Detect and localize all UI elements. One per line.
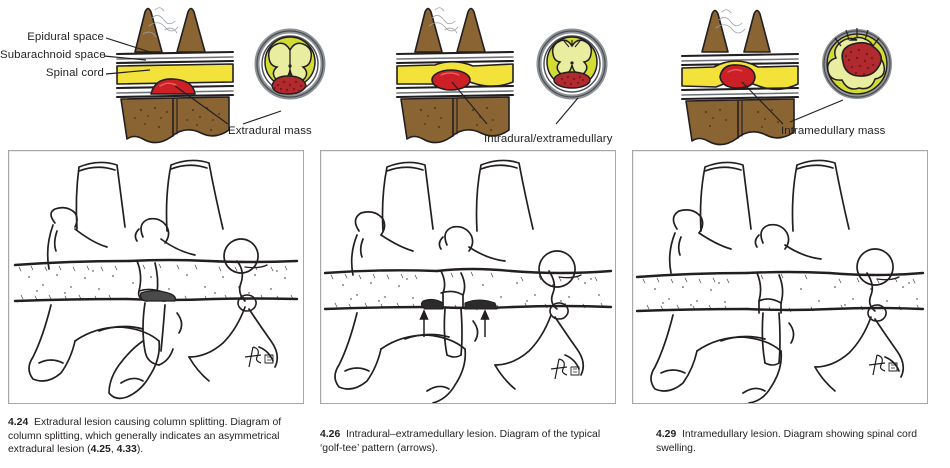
caption-tail-4-24: ).: [136, 444, 144, 456]
golf-tee-arrows: [419, 309, 490, 337]
axial-cross-section-intradural-extramedullary: [520, 0, 620, 148]
caption-4-24: 4.24 Extradural lesion causing column sp…: [8, 416, 304, 457]
caption-number-4-29: 4.29: [656, 429, 677, 440]
callout-epidural-space: Epidural space: [27, 31, 104, 43]
callout-spinal-cord: Spinal cord: [45, 67, 104, 79]
caption-4-26: 4.26 Intradural–extramedullary lesion. D…: [320, 428, 616, 455]
callout-extradural-mass: Extradural mass: [228, 125, 312, 137]
callout-intradural-extramedullary: Intradural/extramedullary: [484, 133, 613, 145]
myelogram-drawing-cord-swelling: [635, 159, 925, 403]
caption-text-4-29: Intramedullary lesion. Diagram showing s…: [656, 429, 918, 454]
axial-cross-section-intramedullary: [805, 0, 905, 148]
callout-subarachnoid-space: Subarachnoid space: [0, 49, 106, 61]
myelogram-drawing-column-splitting: [13, 159, 299, 400]
sagittal-diagram-extradural: [115, 0, 235, 148]
caption-text-4-26: Intradural–extramedullary lesion. Diagra…: [320, 429, 601, 454]
radiograph-panel-4-29: [632, 150, 928, 404]
artist-signature: [244, 346, 274, 368]
caption-number-4-26: 4.26: [320, 429, 341, 440]
caption-4-29: 4.29 Intramedullary lesion. Diagram show…: [656, 428, 928, 455]
caption-number-4-24: 4.24: [8, 417, 29, 428]
callout-intramedullary-mass: Intramedullary mass: [781, 125, 886, 137]
artist-signature: [868, 354, 898, 376]
sagittal-diagram-intradural-extramedullary: [395, 0, 515, 148]
radiograph-panel-4-26: [320, 150, 616, 404]
caption-ref-sep: ,: [110, 444, 117, 456]
sagittal-diagram-intramedullary: [680, 0, 800, 148]
axial-cross-section-extradural: [238, 0, 338, 148]
myelogram-drawing-golf-tee: [323, 159, 613, 403]
caption-ref-4-25: 4.25: [90, 444, 111, 456]
caption-text-4-24: Extradural lesion causing column splitti…: [8, 417, 282, 456]
radiograph-panel-4-24: [8, 150, 304, 404]
caption-ref-4-33: 4.33: [116, 444, 137, 456]
artist-signature: [550, 358, 580, 380]
